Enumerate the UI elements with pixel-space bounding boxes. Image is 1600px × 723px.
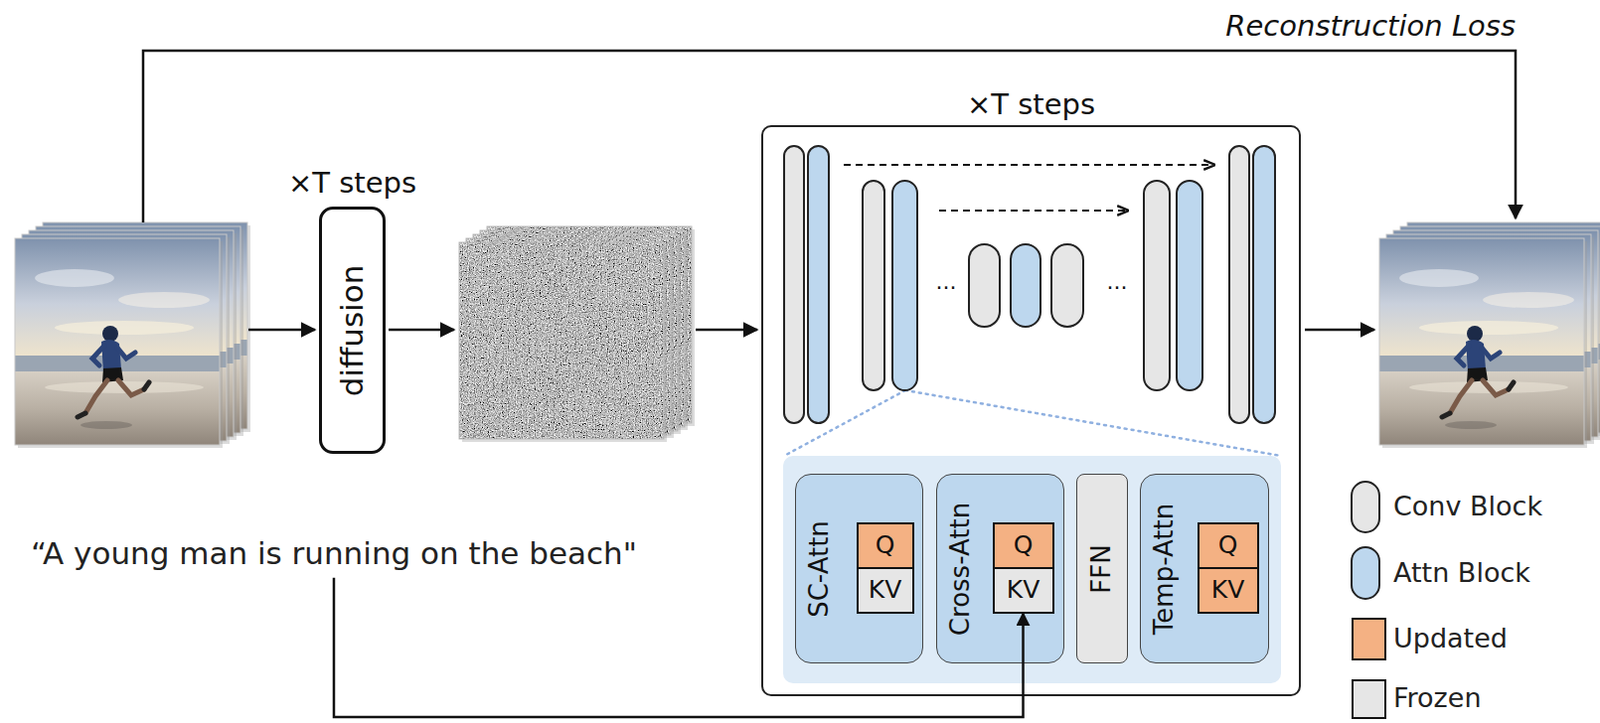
matrix-label: Q: [875, 531, 896, 561]
legend-text: Attn Block: [1393, 557, 1531, 589]
key-value-matrix: KV: [992, 567, 1055, 615]
process-label: diffusion: [334, 264, 371, 397]
network-box: ×T stepsSC-AttnQKVCross-AttnQKVFFNTemp-A…: [761, 125, 1301, 697]
step-label: ×T steps: [966, 88, 1096, 122]
ellipsis: ...: [936, 269, 958, 295]
legend-swatch: [1351, 679, 1387, 720]
prompt-text: “A young man is running on the beach": [30, 536, 638, 573]
legend-text: Frozen: [1393, 682, 1482, 714]
key-value-matrix: KV: [1197, 567, 1260, 615]
query-matrix: Q: [1197, 522, 1260, 570]
ffn-block: FFN: [1076, 474, 1128, 664]
matrix-label: KV: [1211, 576, 1246, 606]
matrix-label: KV: [1006, 576, 1041, 606]
prompt-text-box: “A young man is running on the beach": [30, 536, 638, 573]
legend-text: Conv Block: [1393, 490, 1543, 522]
connector-arrow: [333, 578, 1024, 718]
query-matrix: Q: [992, 522, 1055, 570]
ellipsis: ...: [1107, 269, 1128, 295]
legend-text: Updated: [1393, 623, 1508, 654]
matrix-label: KV: [868, 576, 903, 606]
attention-block: Temp-Attn Q KV: [1139, 474, 1270, 664]
matrix-label: Q: [1218, 531, 1239, 561]
legend-swatch: [1351, 618, 1387, 661]
block-label: FFN: [1087, 544, 1118, 594]
attention-block: Cross-Attn Q KV: [936, 474, 1065, 664]
block-label: SC-Attn: [804, 520, 835, 619]
matrix-label: Q: [1013, 531, 1034, 561]
block-label: Temp-Attn: [1149, 502, 1180, 635]
key-value-matrix: KV: [856, 567, 915, 615]
loss-label: Reconstruction Loss: [1225, 9, 1516, 43]
process-box: ×T stepsdiffusion: [319, 206, 386, 455]
block-label: Cross-Attn: [946, 501, 976, 636]
attention-block: SC-Attn Q KV: [795, 474, 924, 664]
query-matrix: Q: [856, 522, 915, 570]
step-label: ×T steps: [288, 166, 417, 200]
